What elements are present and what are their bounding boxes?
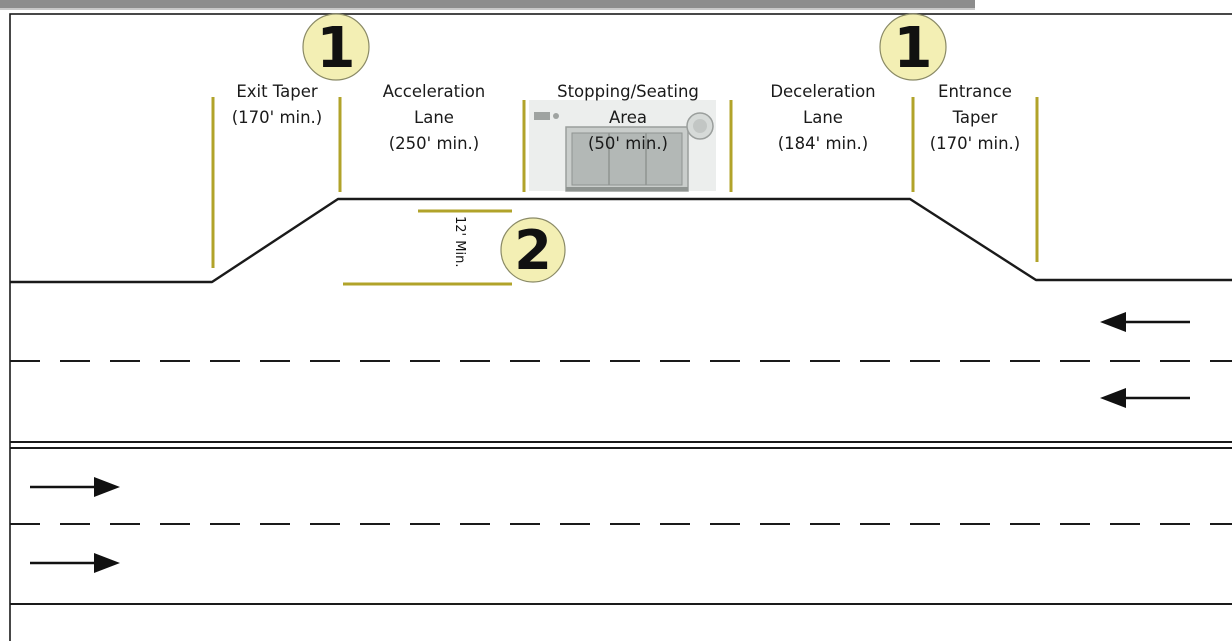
badge-1-right: 1 bbox=[879, 13, 947, 81]
svg-text:(184' min.): (184' min.) bbox=[778, 134, 869, 153]
bus-shelter-illustration bbox=[529, 100, 716, 192]
arrow-right-icon bbox=[30, 477, 120, 497]
svg-text:Acceleration: Acceleration bbox=[383, 82, 486, 101]
svg-text:(50' min.): (50' min.) bbox=[588, 134, 668, 153]
svg-text:Stopping/Seating: Stopping/Seating bbox=[557, 82, 699, 101]
svg-text:1: 1 bbox=[317, 16, 356, 81]
arrow-left-icon bbox=[1100, 388, 1190, 408]
deceleration-lane-label: Deceleration Lane (184' min.) bbox=[770, 82, 875, 153]
arrow-right-icon bbox=[30, 553, 120, 573]
svg-text:1: 1 bbox=[894, 16, 933, 81]
stopping-area-label: Stopping/Seating Area (50' min.) bbox=[557, 82, 699, 153]
svg-text:(250' min.): (250' min.) bbox=[389, 134, 480, 153]
pullout-curb-line bbox=[10, 197, 1232, 284]
svg-text:Exit Taper: Exit Taper bbox=[236, 82, 318, 101]
entrance-taper-label: Entrance Taper (170' min.) bbox=[930, 82, 1021, 153]
badge-2: 2 bbox=[500, 217, 566, 283]
width-dimension-label: 12' Min. bbox=[452, 216, 467, 267]
svg-text:Lane: Lane bbox=[414, 108, 454, 127]
arrow-left-icon bbox=[1100, 312, 1190, 332]
badge-1-left: 1 bbox=[302, 13, 370, 81]
exit-taper-label: Exit Taper (170' min.) bbox=[232, 82, 323, 127]
svg-text:Entrance: Entrance bbox=[938, 82, 1012, 101]
diagram-frame bbox=[9, 13, 1232, 641]
svg-text:2: 2 bbox=[514, 219, 552, 282]
svg-text:Area: Area bbox=[609, 108, 647, 127]
svg-text:Taper: Taper bbox=[952, 108, 998, 127]
svg-text:(170' min.): (170' min.) bbox=[232, 108, 323, 127]
svg-text:Deceleration: Deceleration bbox=[770, 82, 875, 101]
svg-text:(170' min.): (170' min.) bbox=[930, 134, 1021, 153]
header-bar bbox=[0, 0, 975, 8]
acceleration-lane-label: Acceleration Lane (250' min.) bbox=[383, 82, 486, 153]
svg-text:Lane: Lane bbox=[803, 108, 843, 127]
